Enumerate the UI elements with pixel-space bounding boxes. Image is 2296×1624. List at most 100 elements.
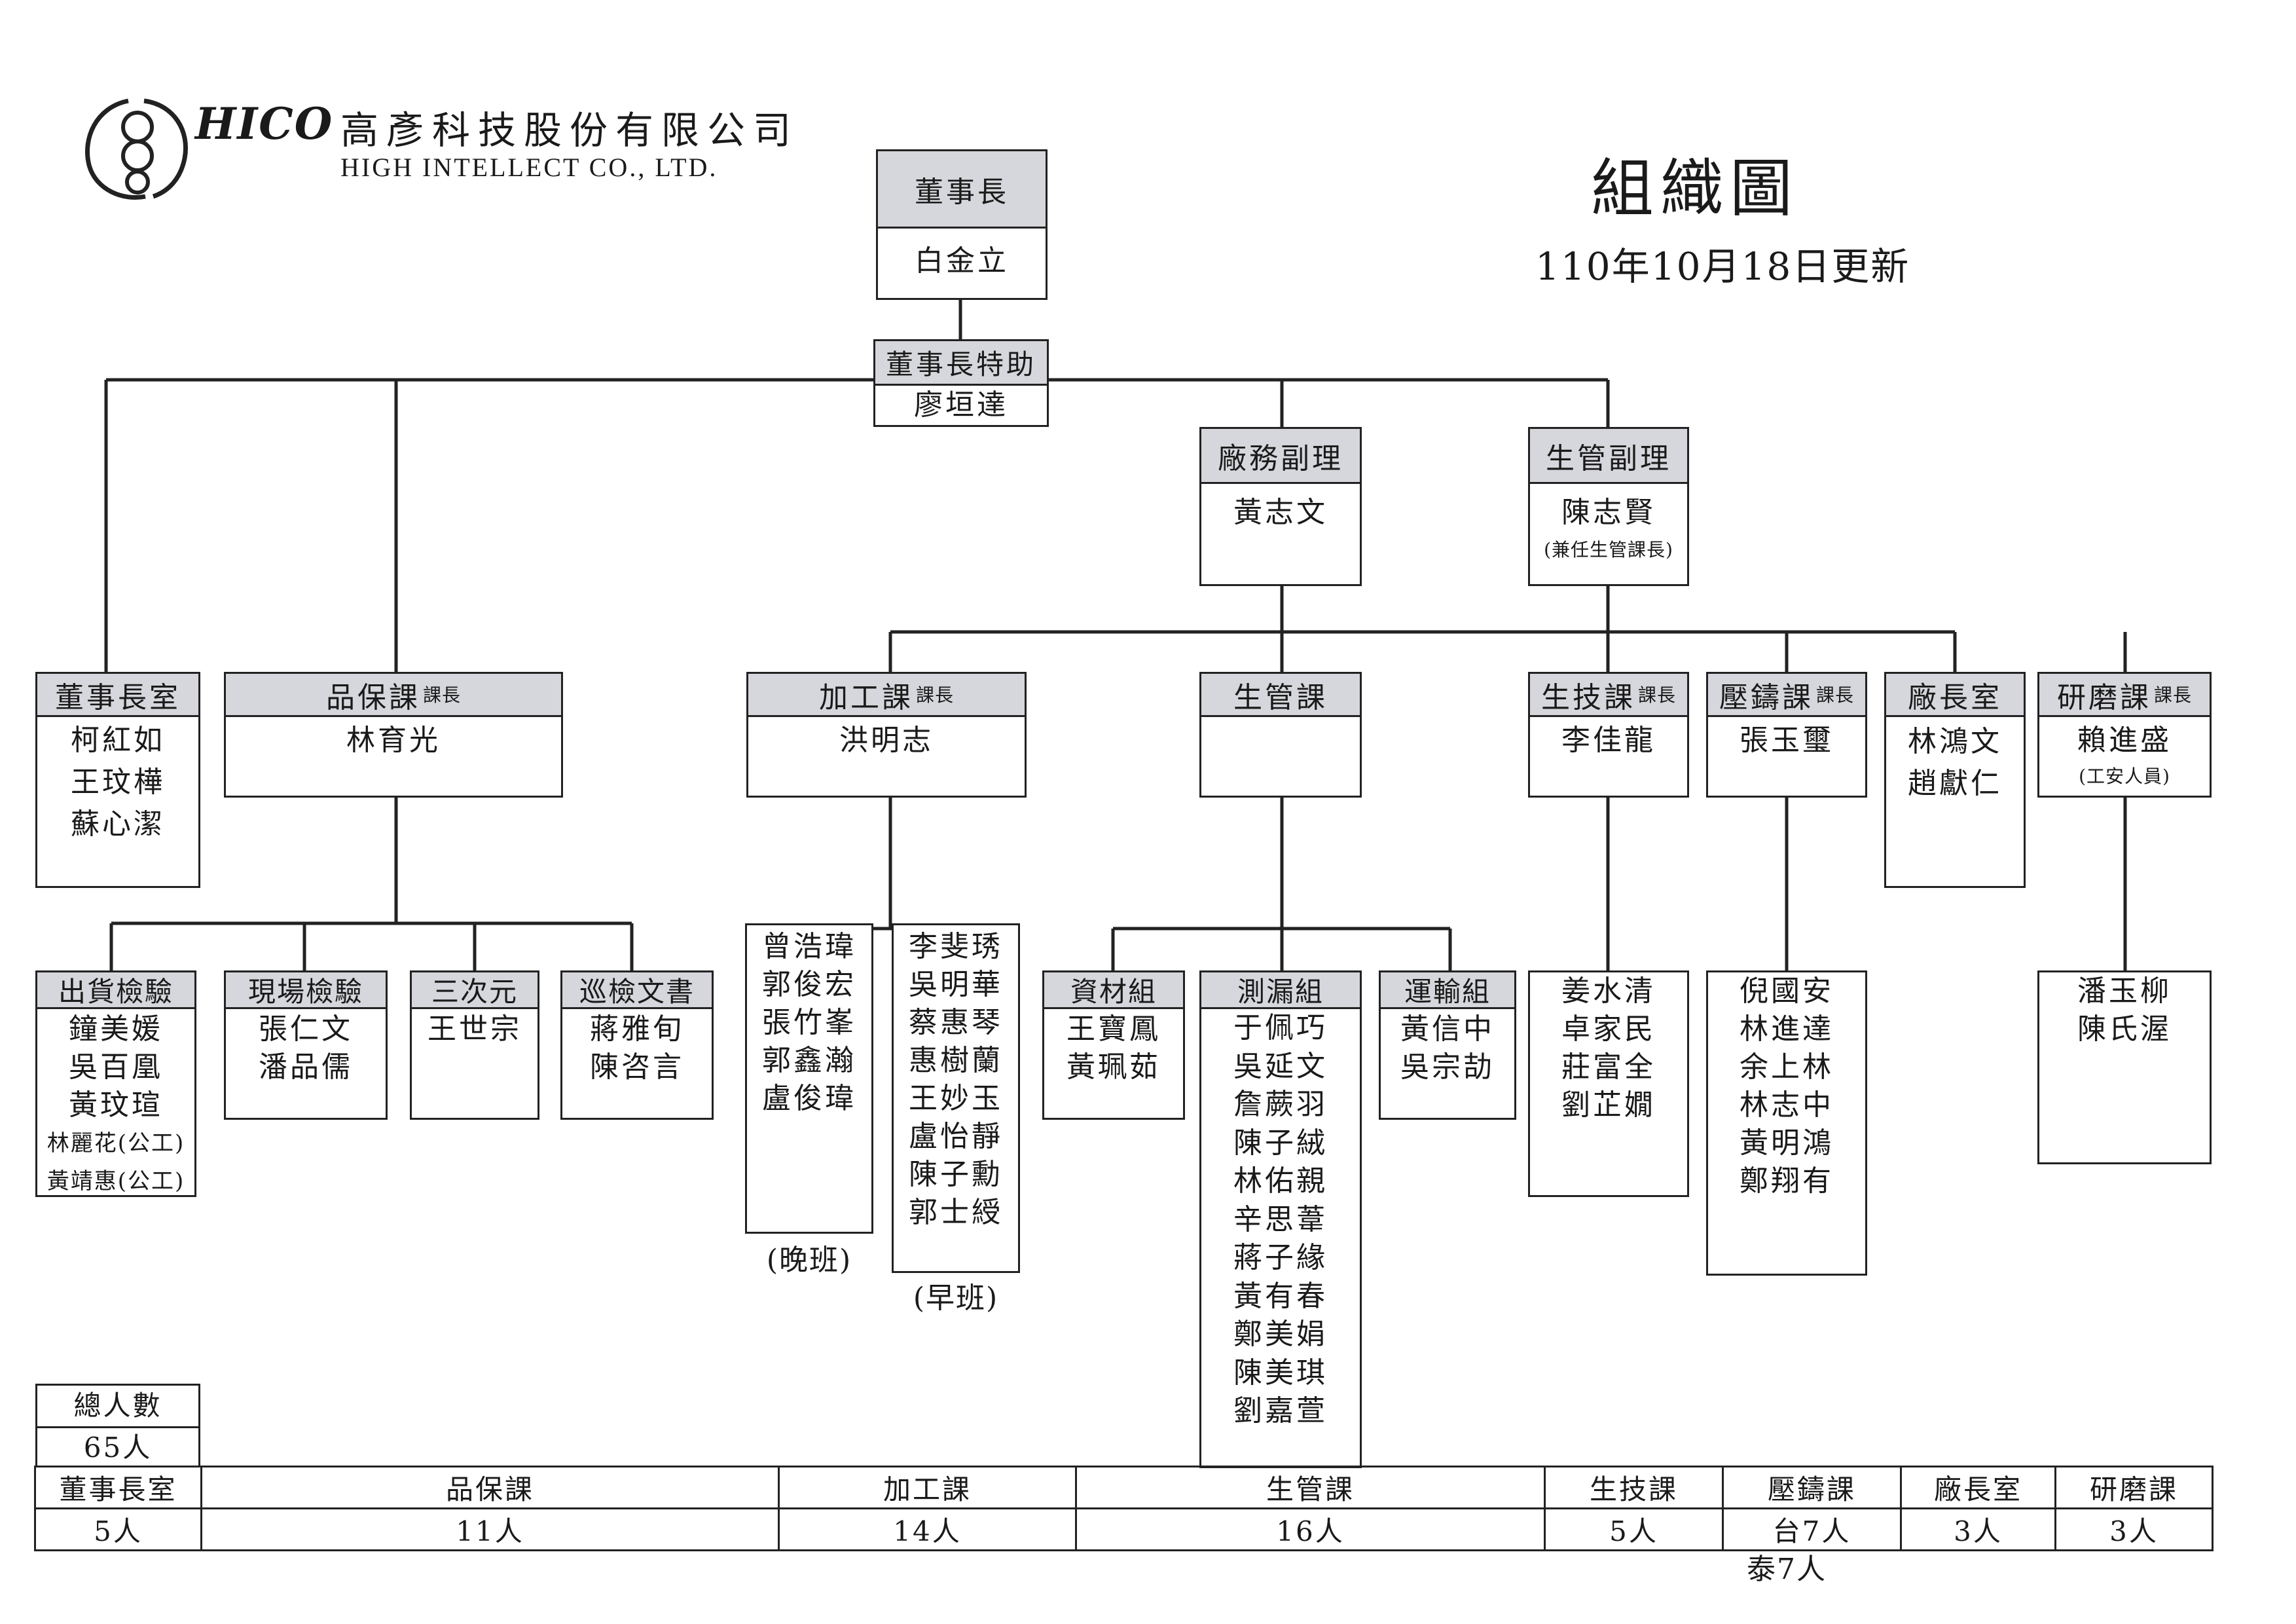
dept-title: 研磨課 [2056,680,2151,714]
dept-title: 生技課 [1540,680,1635,714]
pc-group-materials: 資材組 王寶鳳 黃珮茹 [1042,970,1185,1120]
chairman-title: 董事長 [878,151,1046,229]
staff-name: 陳子勳 [909,1158,1003,1191]
dept-title-suffix: 課長 [422,684,461,706]
staff-name: 郭士綬 [909,1196,1003,1229]
summary-dept-count: 14人 [778,1507,1077,1551]
chairman-box: 董事長 白金立 [876,149,1048,300]
staff-name: 盧俊瑋 [762,1082,856,1115]
summary-dept-label: 董事長室 [34,1466,202,1509]
total-headcount-box: 總人數 65人 [35,1384,200,1467]
dept-die-casting: 壓鑄課 課長 張玉璽 [1706,672,1867,798]
summary-dept-label: 壓鑄課 [1722,1466,1902,1509]
dept-title-suffix: 課長 [2153,684,2192,706]
qa-group-shipping-inspection: 出貨檢驗 鐘美媛 吳百凰 黃玟瑄 林麗花(公工) 黃靖惠(公工) [35,970,196,1197]
group-title: 測漏組 [1237,976,1324,1008]
grinding-staff-box: 潘玉柳 陳氏渥 [2037,970,2212,1164]
staff-name: 鐘美媛 [69,1012,163,1046]
staff-name: 黃珮茹 [1066,1050,1161,1084]
staff-name: 黃信中 [1400,1012,1495,1046]
summary-dept-count: 3人 [1900,1507,2056,1551]
staff-name: 姜水清 [1561,974,1656,1008]
section-chief-name: 洪明志 [839,724,934,757]
summary-dept-label: 加工課 [778,1466,1077,1509]
staff-name: 卓家民 [1561,1012,1656,1046]
special-assistant-name: 廖垣達 [914,388,1008,422]
staff-name: 吳百凰 [69,1050,163,1084]
staff-name: 陳子絨 [1233,1126,1328,1160]
headcount-summary-table: 董事長室 品保課 加工課 生管課 生技課 壓鑄課 廠長室 研磨課 5人 11人 … [34,1466,2214,1551]
special-assistant-box: 董事長特助 廖垣達 [873,339,1049,427]
total-headcount-value: 65人 [83,1431,153,1464]
staff-name: 林進達 [1740,1012,1834,1046]
staff-name: 劉嘉萱 [1233,1394,1328,1428]
staff-name: 吳宗劼 [1400,1050,1495,1084]
staff-name: 余上林 [1740,1050,1834,1084]
summary-dept-count: 5人 [1544,1507,1724,1551]
staff-name: 莊富全 [1561,1050,1656,1084]
staff-name: 李斐琇 [909,930,1003,963]
safety-officer-note: (工安人員) [2079,766,2170,787]
summary-dept-label: 生管課 [1075,1466,1546,1509]
chart-title: 組織圖 [1591,152,1799,225]
dept-title: 董事長室 [55,680,181,714]
production-deputy-title: 生管副理 [1530,429,1687,484]
staff-name: 張仁文 [259,1012,353,1046]
machining-night-shift: 曾浩瑋 郭俊宏 張竹峯 郭鑫瀚 盧俊瑋 [745,923,873,1234]
chairman-name: 白金立 [915,244,1009,278]
staff-name: 鄭美娟 [1233,1318,1328,1351]
company-name-zh: 高彥科技股份有限公司 [340,108,799,153]
dept-title: 壓鑄課 [1719,680,1813,714]
staff-name: 林鴻文 [1908,725,2002,758]
staff-name-contract: 林麗花(公工) [46,1130,185,1156]
qa-group-cmm: 三次元 王世宗 [410,970,539,1120]
dept-machining: 加工課 課長 洪明志 [746,672,1027,798]
staff-name: 吳延文 [1233,1049,1328,1083]
dept-title-suffix: 課長 [1815,684,1854,706]
staff-name: 曾浩瑋 [762,930,856,963]
summary-dept-count: 11人 [200,1507,780,1551]
staff-name: 潘品儒 [259,1050,353,1084]
dept-grinding: 研磨課 課長 賴進盛 (工安人員) [2037,672,2212,798]
staff-name: 劉芷嫺 [1561,1088,1656,1122]
group-title: 資材組 [1070,976,1157,1008]
staff-name: 陳美琪 [1233,1356,1328,1390]
plant-deputy-box: 廠務副理 黃志文 [1199,427,1362,586]
staff-name: 郭俊宏 [762,968,856,1001]
summary-dept-count: 5人 [34,1507,202,1551]
production-deputy-name: 陳志賢 [1561,496,1656,529]
staff-name: 王寶鳳 [1066,1012,1161,1046]
section-chief-name: 賴進盛 [2077,724,2172,757]
staff-name: 林佑親 [1233,1164,1328,1198]
dept-plant-manager-office: 廠長室 林鴻文 趙獻仁 [1884,672,2026,888]
special-assistant-title: 董事長特助 [875,341,1047,386]
dept-chairman-office: 董事長室 柯紅如 王玟樺 蘇心潔 [35,672,200,888]
staff-name-contract: 黃靖惠(公工) [46,1168,185,1194]
staff-name: 黃明鴻 [1740,1126,1834,1160]
staff-name: 王玟樺 [71,766,165,799]
dept-title: 生管課 [1233,680,1328,714]
company-name-en: HIGH INTELLECT CO., LTD. [340,153,718,182]
summary-header-row: 董事長室 品保課 加工課 生管課 生技課 壓鑄課 廠長室 研磨課 [34,1466,2214,1509]
staff-name: 黃有春 [1233,1279,1328,1313]
group-title: 運輸組 [1404,976,1491,1008]
machining-day-shift: 李斐琇 吳明華 蔡惠琴 惠樹蘭 王妙玉 盧怡靜 陳子勳 郭士綬 [892,923,1020,1273]
summary-dept-count: 3人 [2054,1507,2214,1551]
plant-deputy-name: 黃志文 [1233,496,1328,529]
logo-text: HICO [195,98,334,149]
tech-staff-box: 姜水清 卓家民 莊富全 劉芷嫺 [1528,970,1689,1197]
dept-title: 廠長室 [1908,680,2002,714]
dept-production-control: 生管課 [1199,672,1362,798]
staff-name: 吳明華 [909,968,1003,1001]
staff-name: 蔣子緣 [1233,1241,1328,1274]
total-headcount-label: 總人數 [37,1386,198,1428]
staff-name: 于佩巧 [1233,1011,1328,1044]
plant-deputy-title: 廠務副理 [1201,429,1360,484]
summary-value-row: 5人 11人 14人 16人 5人 台7人 3人 3人 [34,1507,2214,1551]
summary-dept-count: 台7人 [1722,1507,1902,1551]
staff-name: 陳氏渥 [2077,1012,2172,1046]
qa-group-patrol-documents: 巡檢文書 蔣雅旬 陳咨言 [560,970,714,1120]
staff-name: 黃玟瑄 [69,1088,163,1122]
summary-dept-label: 品保課 [200,1466,780,1509]
staff-name: 陳咨言 [590,1050,684,1084]
